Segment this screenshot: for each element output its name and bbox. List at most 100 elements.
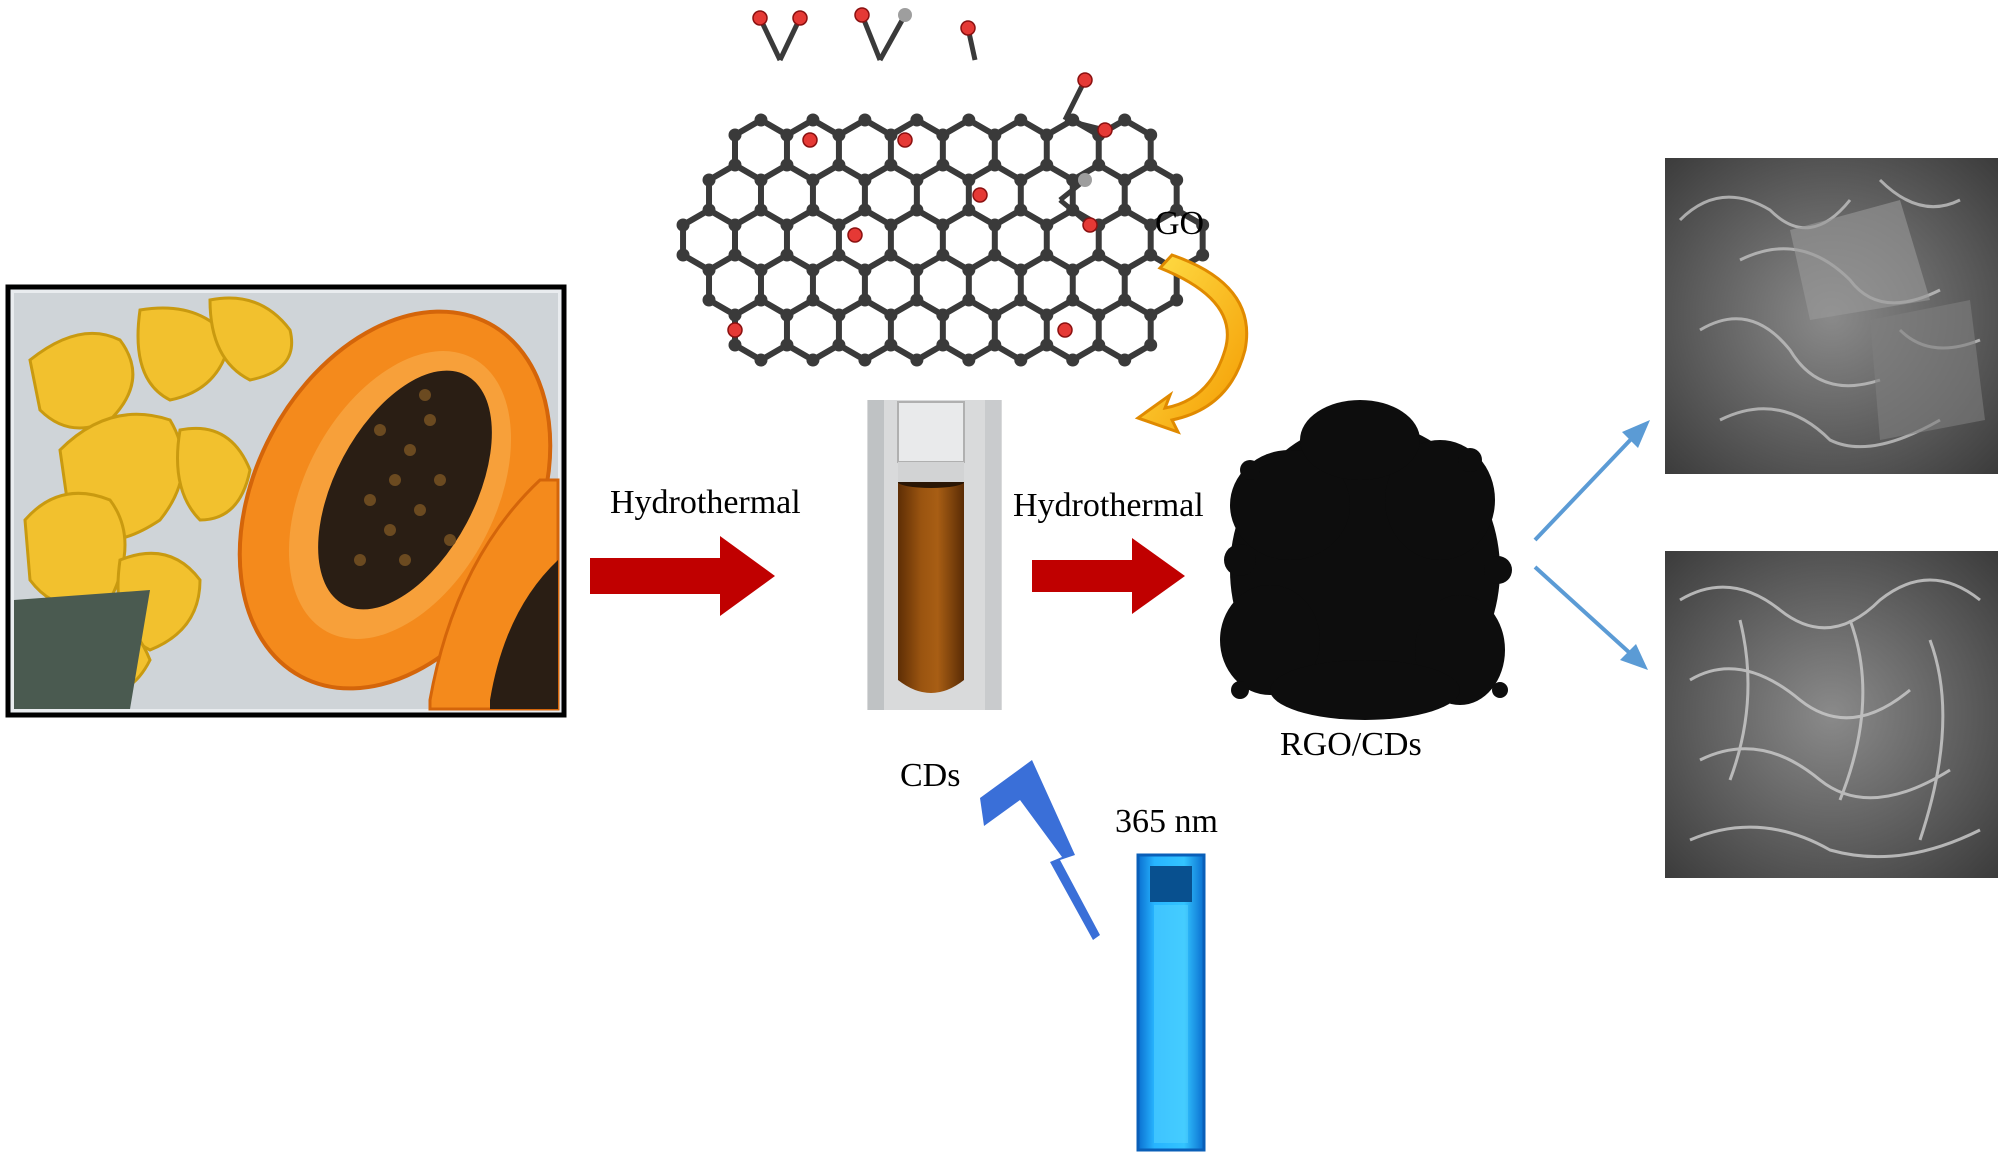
carbon-atom: [962, 113, 976, 127]
carbon-atom: [832, 308, 846, 322]
carbon-atom: [832, 218, 846, 232]
carbon-atom: [884, 338, 898, 352]
sem-arrow-lower: [1533, 565, 1648, 670]
functional-bond: [877, 13, 908, 62]
carbon-atom: [858, 293, 872, 307]
oxygen-atom: [802, 132, 818, 148]
carbon-atom: [1014, 203, 1028, 217]
carbon-atom: [806, 263, 820, 277]
carbon-atom: [806, 293, 820, 307]
carbon-atom: [962, 173, 976, 187]
carbon-atom: [1040, 218, 1054, 232]
carbon-atom: [754, 203, 768, 217]
carbon-atom: [1066, 353, 1080, 367]
oxygen-atom: [752, 10, 768, 26]
carbon-atom: [1066, 263, 1080, 277]
carbon-atom: [936, 248, 950, 262]
carbon-atom: [728, 308, 742, 322]
carbon-atom: [1144, 248, 1158, 262]
hydrothermal-arrow-2: [1032, 538, 1185, 614]
carbon-atom: [936, 338, 950, 352]
hydrogen-atom: [898, 8, 912, 22]
oxygen-atom: [792, 10, 808, 26]
carbon-atom: [754, 113, 768, 127]
sem-image-lower: [1665, 551, 1998, 878]
papaya-slice: [428, 478, 560, 711]
carbon-atom: [1040, 248, 1054, 262]
carbon-atom: [988, 308, 1002, 322]
carbon-atom: [1144, 128, 1158, 142]
go-curved-arrow: [1134, 253, 1249, 435]
carbon-atom: [936, 308, 950, 322]
oxygen-atom: [897, 132, 913, 148]
carbon-atom: [1170, 293, 1184, 307]
carbon-atom: [1144, 218, 1158, 232]
carbon-atom: [806, 353, 820, 367]
carbon-atom: [780, 218, 794, 232]
carbon-atom: [1118, 353, 1132, 367]
carbon-atom: [728, 218, 742, 232]
carbon-atom: [936, 158, 950, 172]
carbon-atom: [884, 308, 898, 322]
go-label: GO: [1155, 205, 1205, 242]
carbon-atom: [1014, 173, 1028, 187]
carbon-atom: [1092, 308, 1106, 322]
carbon-atom: [988, 218, 1002, 232]
carbon-atom: [780, 308, 794, 322]
carbon-atom: [884, 218, 898, 232]
carbon-atom: [858, 113, 872, 127]
carbon-atom: [1040, 128, 1054, 142]
oxygen-atom: [1057, 322, 1073, 338]
carbon-atom: [1118, 173, 1132, 187]
carbon-atom: [754, 263, 768, 277]
hydrothermal-label-2: Hydrothermal: [1013, 487, 1204, 524]
hydrogen-atom: [1078, 173, 1092, 187]
rgo-cds-label: RGO/CDs: [1280, 726, 1422, 763]
oxygen-atom: [960, 20, 976, 36]
carbon-atom: [806, 203, 820, 217]
papaya-peel-photo: [5, 284, 567, 718]
tray-shadow: [14, 590, 150, 709]
carbon-atom: [858, 353, 872, 367]
carbon-atom: [1040, 308, 1054, 322]
carbon-atom: [1196, 248, 1210, 262]
cds-label: CDs: [900, 757, 961, 794]
carbon-atom: [754, 293, 768, 307]
carbon-atom: [910, 173, 924, 187]
oxygen-atom: [1077, 72, 1093, 88]
carbon-atom: [884, 248, 898, 262]
carbon-atom: [1014, 353, 1028, 367]
carbon-atom: [858, 173, 872, 187]
carbon-atom: [884, 158, 898, 172]
carbon-atom: [936, 128, 950, 142]
carbon-atom: [988, 248, 1002, 262]
carbon-atom: [1144, 338, 1158, 352]
carbon-atom: [780, 128, 794, 142]
carbon-atom: [754, 353, 768, 367]
carbon-atom: [988, 128, 1002, 142]
carbon-atom: [1092, 338, 1106, 352]
oxygen-atom: [1082, 217, 1098, 233]
hydrothermal-label-1: Hydrothermal: [610, 484, 801, 521]
carbon-atom: [1118, 113, 1132, 127]
carbon-atom: [780, 338, 794, 352]
sem-image-upper: [1665, 158, 1998, 474]
carbon-atom: [1066, 173, 1080, 187]
graphene-oxide-structure: [676, 7, 1210, 367]
carbon-atom: [988, 158, 1002, 172]
uv-wavelength-label: 365 nm: [1115, 803, 1218, 840]
sem-arrow-upper: [1533, 420, 1650, 542]
carbon-atom: [910, 353, 924, 367]
carbon-atom: [728, 248, 742, 262]
carbon-atom: [702, 203, 716, 217]
oxygen-atom: [972, 187, 988, 203]
carbon-atom: [1040, 158, 1054, 172]
carbon-atom: [702, 293, 716, 307]
carbon-atom: [1014, 263, 1028, 277]
functional-bond: [757, 16, 783, 62]
carbon-atom: [676, 218, 690, 232]
carbon-atom: [1066, 293, 1080, 307]
carbon-atom: [1144, 158, 1158, 172]
carbon-atom: [1170, 173, 1184, 187]
carbon-atom: [1092, 248, 1106, 262]
